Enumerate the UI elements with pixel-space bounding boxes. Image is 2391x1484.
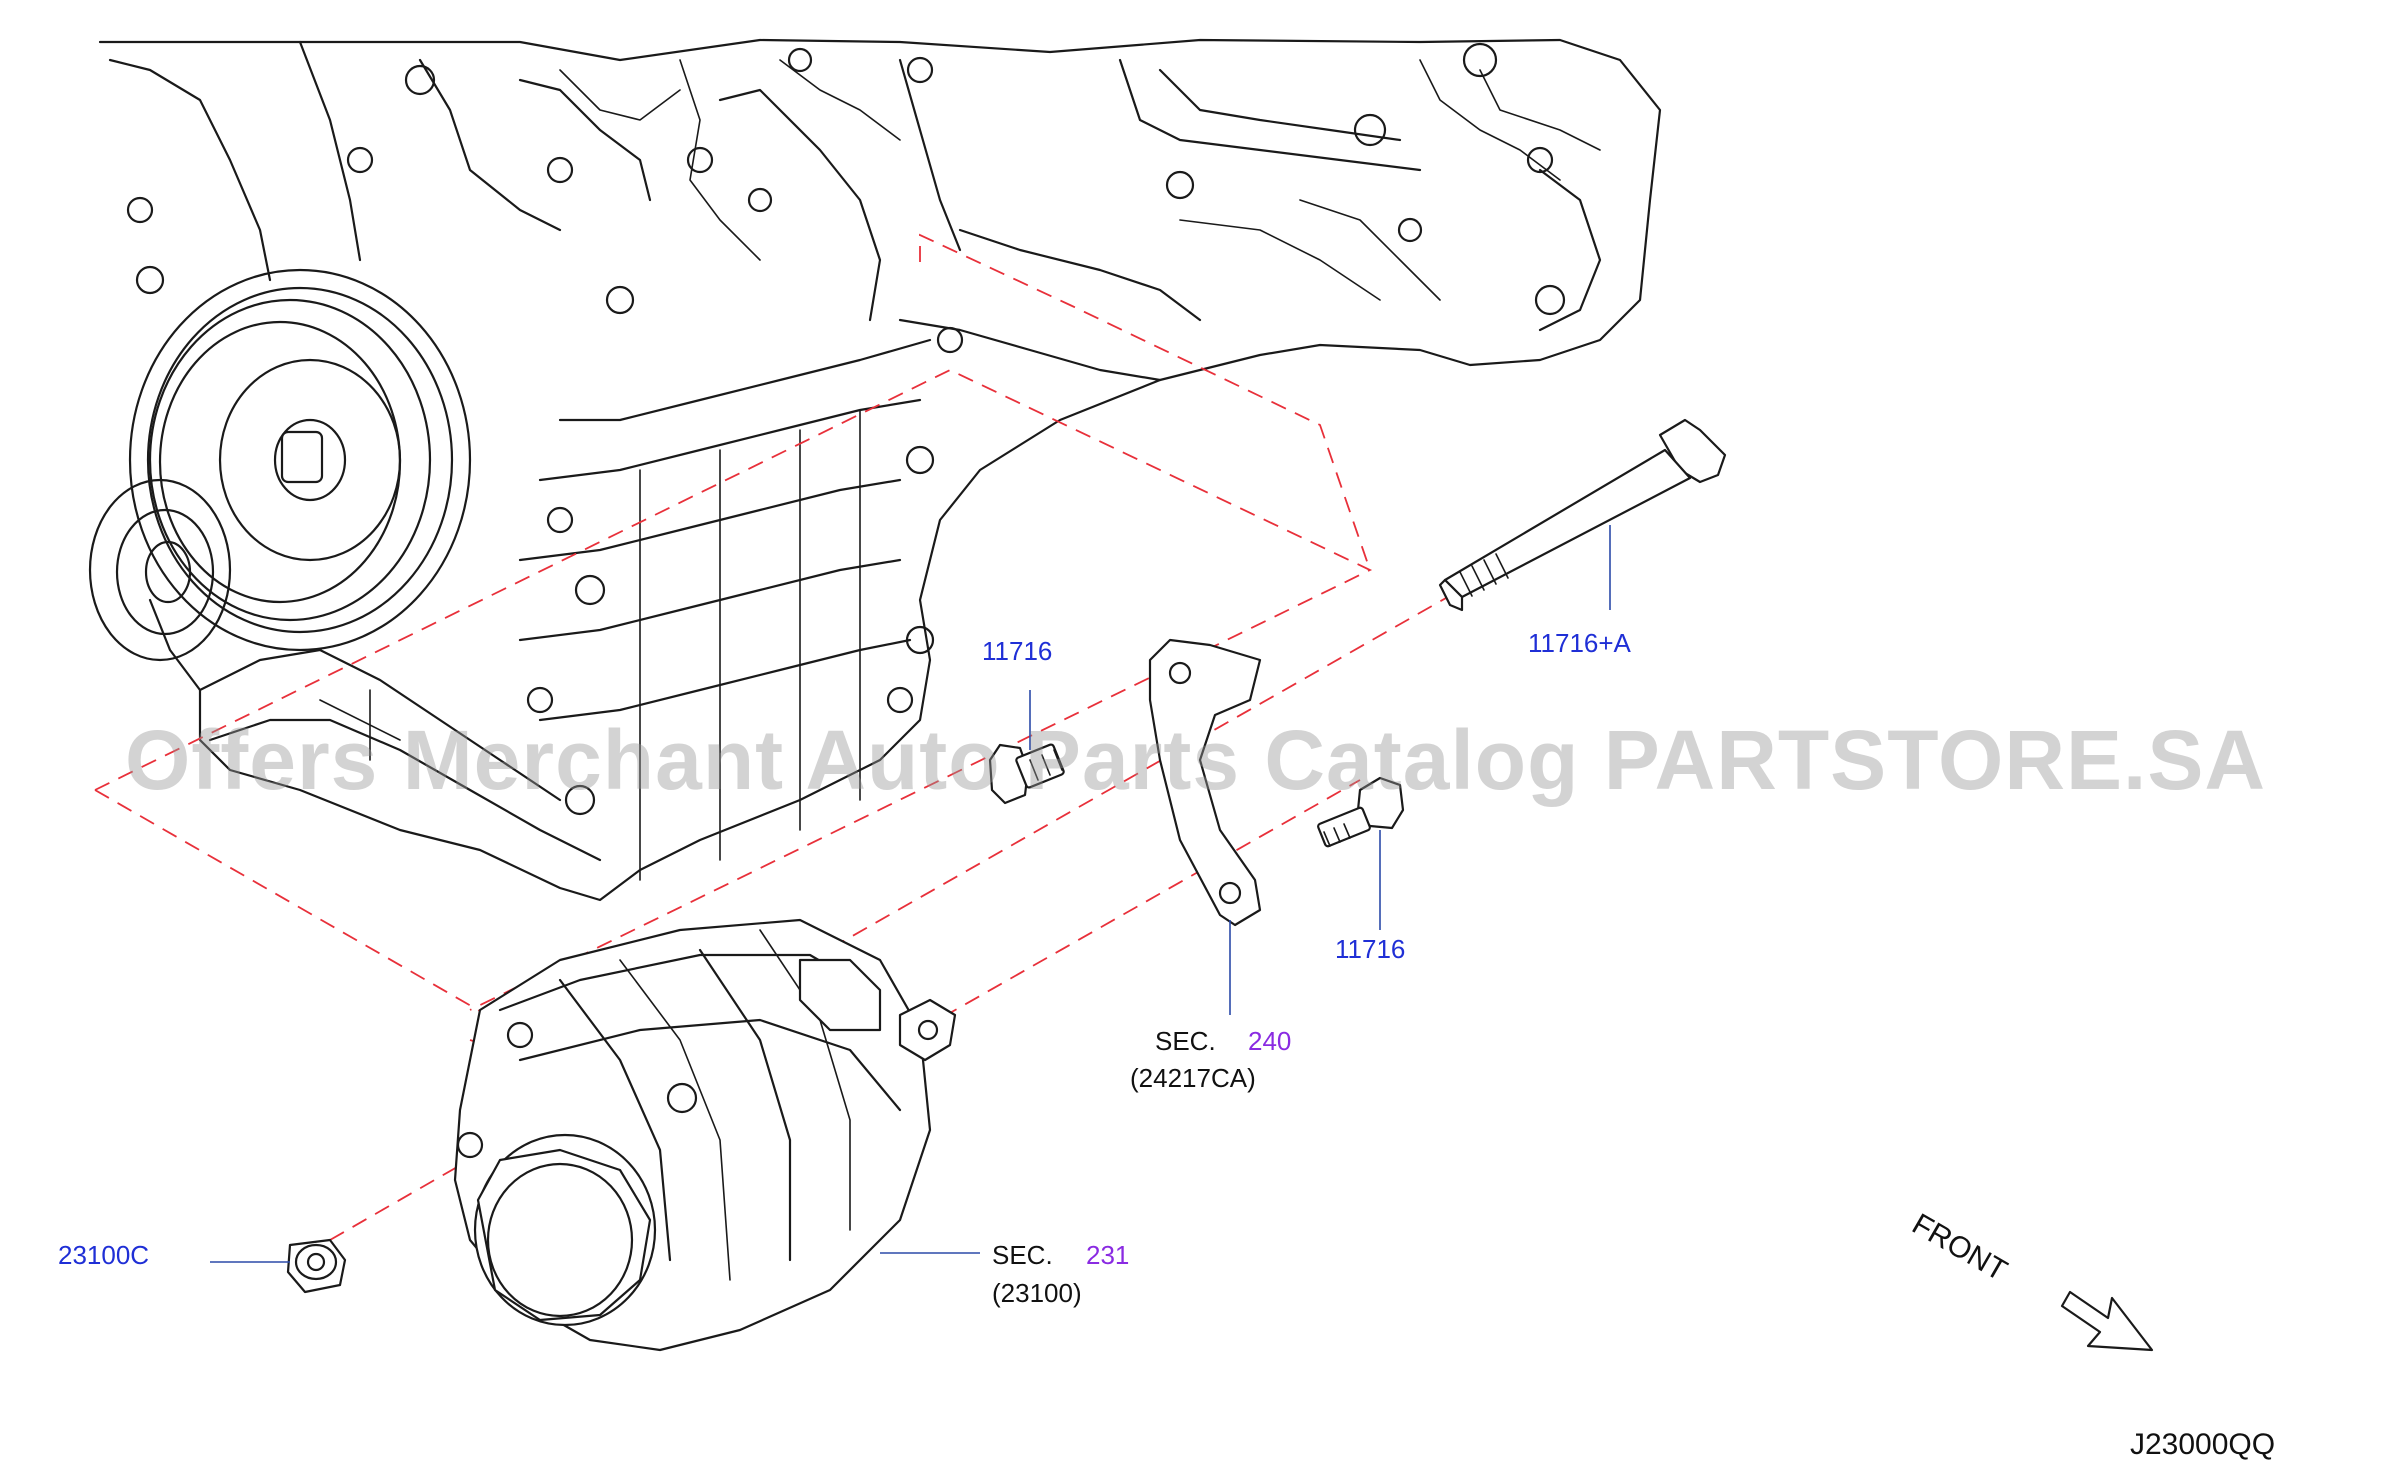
front-arrow-icon xyxy=(2060,1290,2154,1352)
engine-block xyxy=(88,38,1662,902)
front-label: FRONT xyxy=(1907,1207,2013,1287)
label-nut[interactable]: 23100C xyxy=(58,1240,149,1270)
bracket-24217CA xyxy=(1148,638,1262,927)
label-bolt-lower[interactable]: 11716 xyxy=(1335,934,1405,964)
label-bolt-upper[interactable]: 11716 xyxy=(982,636,1052,666)
label-bracket-sec-prefix: SEC. xyxy=(1155,1026,1216,1056)
bolt-11716-upper xyxy=(988,743,1065,805)
leader-lines xyxy=(210,525,1611,1263)
label-bracket-part-no: (24217CA) xyxy=(1130,1063,1256,1093)
label-alternator-sec-prefix: SEC. xyxy=(992,1240,1053,1270)
label-bracket-sec-number[interactable]: 240 xyxy=(1248,1026,1291,1056)
watermark: Offers Merchant Auto Parts Catalog PARTS… xyxy=(124,713,2267,807)
label-alternator-part-no: (23100) xyxy=(992,1278,1082,1308)
alternator xyxy=(453,918,957,1352)
label-long-bolt[interactable]: 11716+A xyxy=(1528,628,1632,658)
drawing-code: J23000QQ xyxy=(2130,1428,2275,1461)
label-alternator-sec-number[interactable]: 231 xyxy=(1086,1240,1129,1270)
nut-23100C xyxy=(286,1238,347,1294)
callout-labels: 11716 11716+A 11716 23100C SEC. 240 (242… xyxy=(58,628,1632,1308)
long-bolt-11716A xyxy=(1438,418,1727,612)
bolt-11716-lower xyxy=(1317,776,1405,848)
front-indicator: FRONT xyxy=(1907,1207,2154,1352)
